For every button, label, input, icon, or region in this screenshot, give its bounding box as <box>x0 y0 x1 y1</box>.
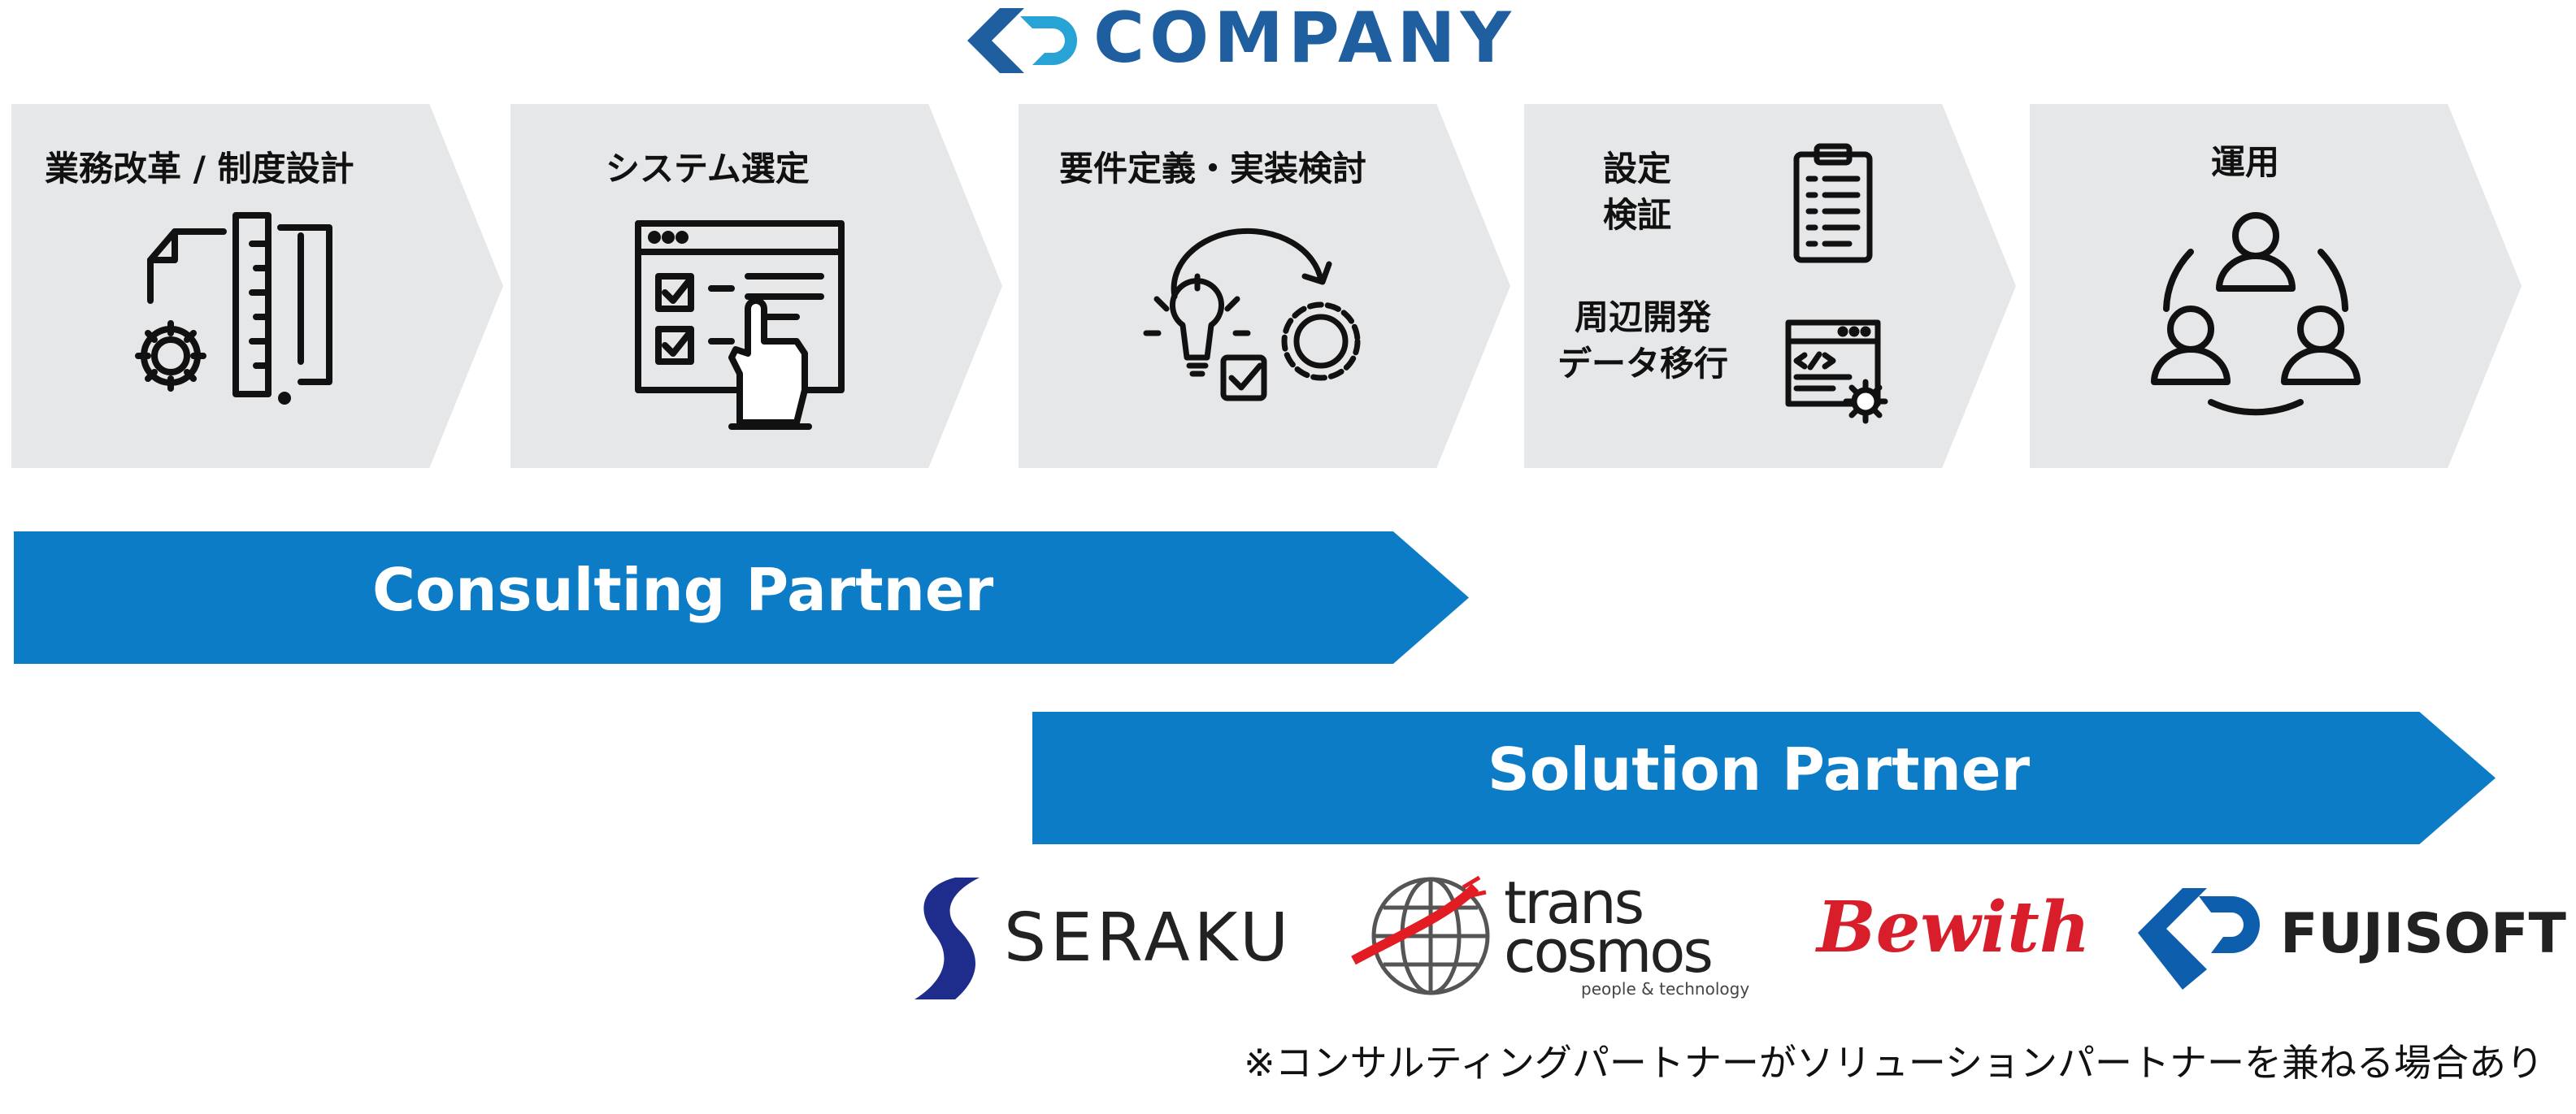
idea-to-gear-icon <box>1134 228 1370 410</box>
bewith-logo-text: Bewith <box>1817 886 2091 969</box>
document-gear-ruler-icon <box>126 211 337 406</box>
solution-partner-arrow <box>1032 712 2496 844</box>
seraku-logo-text: SERAKU <box>1004 899 1293 977</box>
phase-title-requirements: 要件定義・実装検討 <box>1059 149 1367 189</box>
code-window-gear-icon <box>1784 319 1890 424</box>
phase-title-dev-migration: 周辺開発 データ移行 <box>1557 297 1729 384</box>
checklist-touch-icon <box>634 219 845 431</box>
fujisoft-logo-text: FUJISOFT <box>2280 902 2566 966</box>
phase-title-system-selection: システム選定 <box>606 149 810 189</box>
footnote: ※コンサルティングパートナーがソリューションパートナーを兼ねる場合あり <box>1244 1041 2543 1085</box>
company-logo-mark-icon <box>967 8 1077 73</box>
seraku-logo-mark-icon <box>906 878 984 999</box>
consulting-partner-arrow <box>14 531 1469 664</box>
clipboard-icon <box>1792 142 1874 264</box>
phase-title-config-verify: 設定 検証 <box>1603 149 1672 235</box>
team-cycle-icon <box>2146 207 2365 418</box>
phase-title-operation: 運用 <box>2211 142 2280 182</box>
phase-chevron-configuration <box>1524 104 2016 468</box>
phase-title-business-reform: 業務改革 / 制度設計 <box>45 149 354 189</box>
phase-chevron-requirements <box>1019 104 1510 468</box>
transcosmos-tagline: people & technology <box>1581 979 1750 999</box>
solution-partner-label: Solution Partner <box>1488 735 2031 804</box>
transcosmos-globe-icon <box>1349 871 1490 1001</box>
consulting-partner-label: Consulting Partner <box>372 556 994 624</box>
fujisoft-logo-mark-icon <box>2134 884 2264 994</box>
company-logo <box>943 0 1528 81</box>
phase-chevron-business-reform <box>11 104 503 468</box>
transcosmos-line1: trans <box>1504 869 1644 937</box>
transcosmos-line2: cosmos <box>1504 917 1714 986</box>
company-logo-text: COMPANY <box>1093 0 1516 79</box>
